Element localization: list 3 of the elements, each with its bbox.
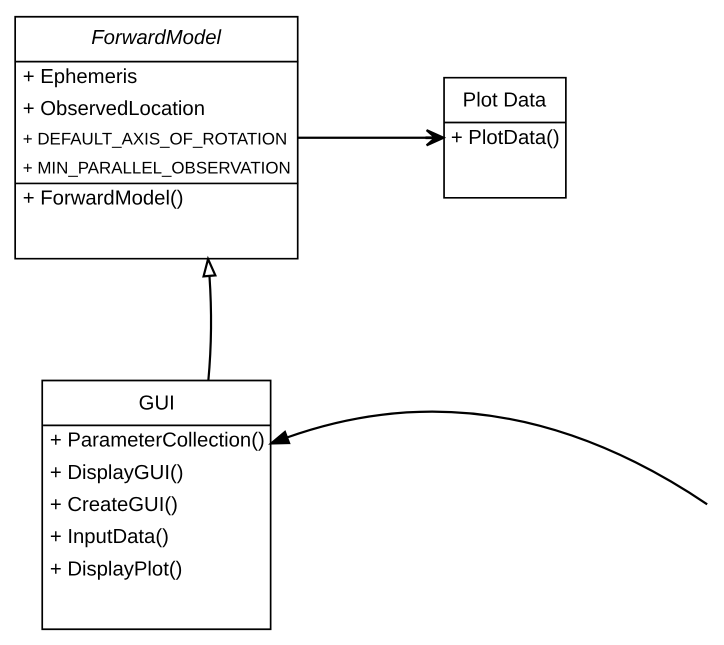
arrow: [202, 255, 217, 380]
arrow: [268, 410, 708, 505]
arrow: [298, 128, 445, 146]
